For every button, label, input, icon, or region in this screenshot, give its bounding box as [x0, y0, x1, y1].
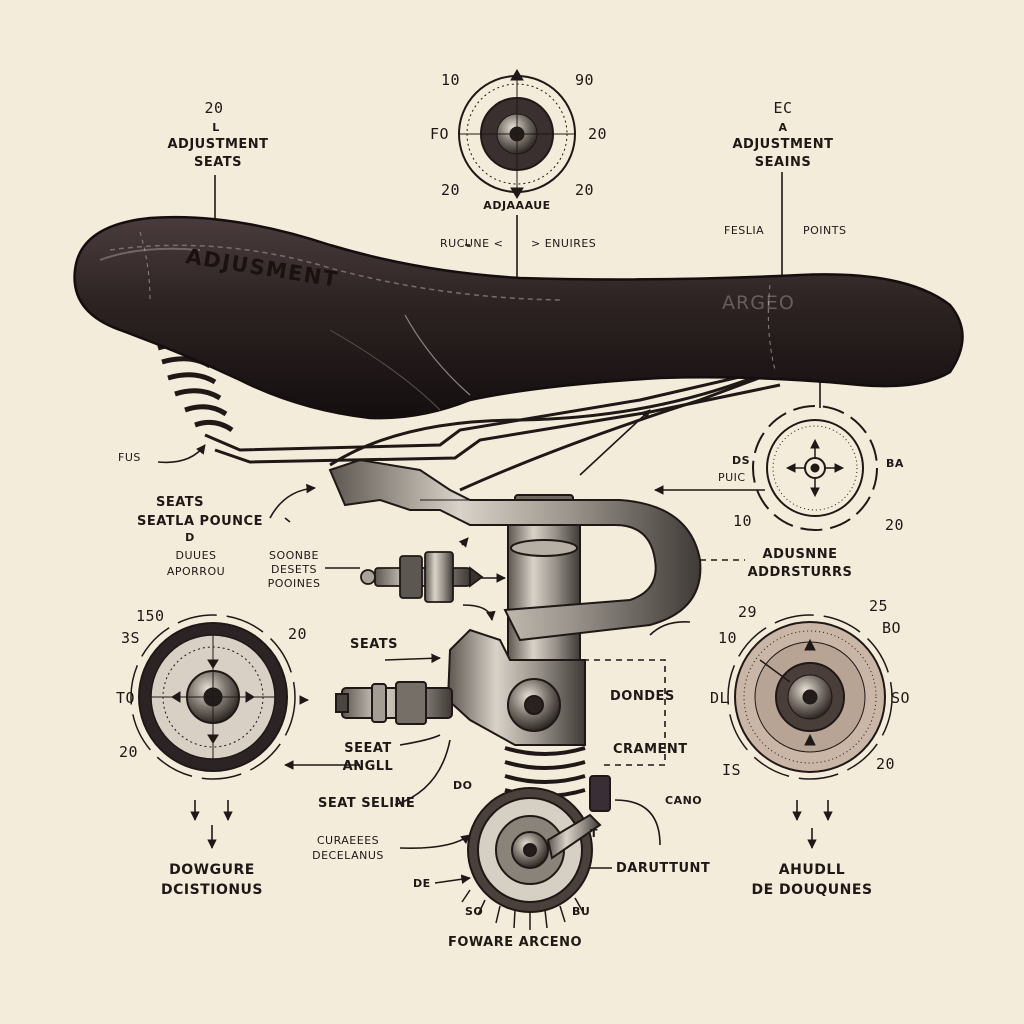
br-dial-number: 20	[876, 755, 896, 773]
adjuster-pin	[360, 551, 484, 603]
darutt-label: DARUTTUNT	[616, 861, 711, 876]
seatla-pounce-label: SEATLA POUNCE	[137, 514, 263, 529]
t-label: T	[590, 827, 599, 840]
leader-seat-seline	[394, 739, 451, 806]
left-dial-number: 150	[136, 607, 165, 625]
top-dial-number: 20	[441, 181, 461, 199]
foware-label: FOWARE ARCENO	[447, 935, 583, 950]
top-left-label-1: ADJUSTMENT	[167, 137, 269, 152]
leader-sp	[462, 604, 496, 621]
adusnne-label-1: ADUSNNE	[762, 547, 838, 562]
leader-seat-angle	[399, 734, 441, 746]
top-dial-number: 10	[441, 71, 461, 89]
left-dial-number: 20	[119, 743, 139, 761]
br-dial-number: IS	[722, 761, 742, 779]
right-dial-label: DS	[732, 454, 751, 467]
leader-cano	[614, 799, 661, 846]
top-left-small: L	[212, 121, 220, 134]
leader-de	[434, 874, 471, 884]
gear-wheel	[467, 775, 611, 913]
right-dial-label: PUIC	[718, 471, 746, 484]
leader-seatla	[269, 483, 316, 519]
seats-label-b: SEATS	[350, 637, 399, 652]
right-dial-label: BA	[886, 457, 904, 470]
right-dial	[752, 405, 878, 531]
saddle-brand-mark: ARGEO	[722, 292, 795, 314]
saddle-rails	[204, 368, 781, 492]
gear-ticks	[461, 889, 584, 930]
clamp-assembly	[328, 458, 702, 642]
dowgure-label-2: DCISTIONUS	[160, 882, 264, 898]
saddle-body	[73, 215, 964, 420]
curaeees-label-2: DECELANUS	[312, 849, 384, 862]
soonbe-label-2: DESETS	[270, 563, 318, 576]
top-dial	[458, 69, 576, 199]
top-right-label-2: SEAINS	[754, 155, 812, 170]
left-dial-number: 3S	[121, 629, 141, 647]
left-dial	[130, 614, 296, 780]
fus-label: FUS	[118, 451, 141, 464]
left-dial-number: TO	[116, 689, 136, 707]
seat-angle-label-1: SEEAT	[344, 741, 392, 756]
br-dial-number: BO	[882, 619, 902, 637]
top-left-number: 20	[204, 99, 224, 117]
left-dial-number: 20	[288, 625, 308, 643]
soonbe-label-1: SOONBE	[268, 549, 320, 562]
br-dial-number: 29	[738, 603, 758, 621]
crament-label: CRAMENT	[613, 742, 688, 757]
top-right-code: EC	[773, 99, 793, 117]
curaeees-label-1: CURAEEES	[316, 834, 380, 847]
seats-label-a: SEATS	[155, 495, 205, 510]
leader-seats-b	[384, 653, 441, 664]
top-right-small: A	[778, 121, 788, 134]
seat-seline-label: SEAT SELINE	[318, 796, 416, 811]
top-dial-number: FO	[430, 125, 450, 143]
lower-clamp	[335, 628, 586, 746]
br-dial-number: 25	[869, 597, 889, 615]
leader-small	[458, 537, 469, 548]
points-label: POINTS	[803, 224, 847, 237]
br-dial-number: SO	[891, 689, 911, 707]
br-dial-number: DL	[710, 689, 730, 707]
top-dial-number: 90	[575, 71, 595, 89]
leader-curaeees	[399, 834, 471, 850]
bu-label: BU	[572, 905, 591, 918]
dowgure-label-1: DOWGURE	[169, 862, 255, 878]
leader-rd-left	[649, 620, 691, 636]
right-dial-number: 20	[885, 516, 905, 534]
leader-dondes	[583, 659, 666, 766]
cano-label: CANO	[665, 794, 703, 807]
do-label: DO	[453, 779, 473, 792]
br-dial-number: 10	[718, 629, 738, 647]
enuires-label: > ENUIRES	[531, 237, 597, 250]
top-dial-caption: ADJAAAUE	[483, 199, 551, 212]
feslia-label: FESLIA	[724, 224, 765, 237]
dondes-label: DONDES	[610, 689, 675, 704]
top-right-label-1: ADJUSTMENT	[732, 137, 834, 152]
seat-angle-label-2: ANGLL	[342, 759, 394, 774]
de-label: DE	[413, 877, 431, 890]
top-dial-number: 20	[575, 181, 595, 199]
dunes-label-1: DUUES	[175, 549, 217, 562]
rucune-label: RUCUNE <	[440, 237, 504, 250]
ahudll-label-2: DE DOUQUNES	[751, 882, 873, 898]
dunes-label-2: APORROU	[166, 565, 226, 578]
seatla-small-label: D	[185, 531, 195, 544]
leader-fus	[157, 444, 206, 464]
soonbe-label-3: POOINES	[267, 577, 321, 590]
ahudll-label-1: AHUDLL	[778, 862, 846, 878]
top-left-label-2: SEATS	[193, 155, 243, 170]
right-dial-number: 10	[733, 512, 753, 530]
adusnne-label-2: ADDRSTURRS	[747, 565, 853, 580]
top-dial-number: 20	[588, 125, 608, 143]
so-label: SO	[465, 905, 484, 918]
bottom-right-dial	[727, 614, 893, 780]
